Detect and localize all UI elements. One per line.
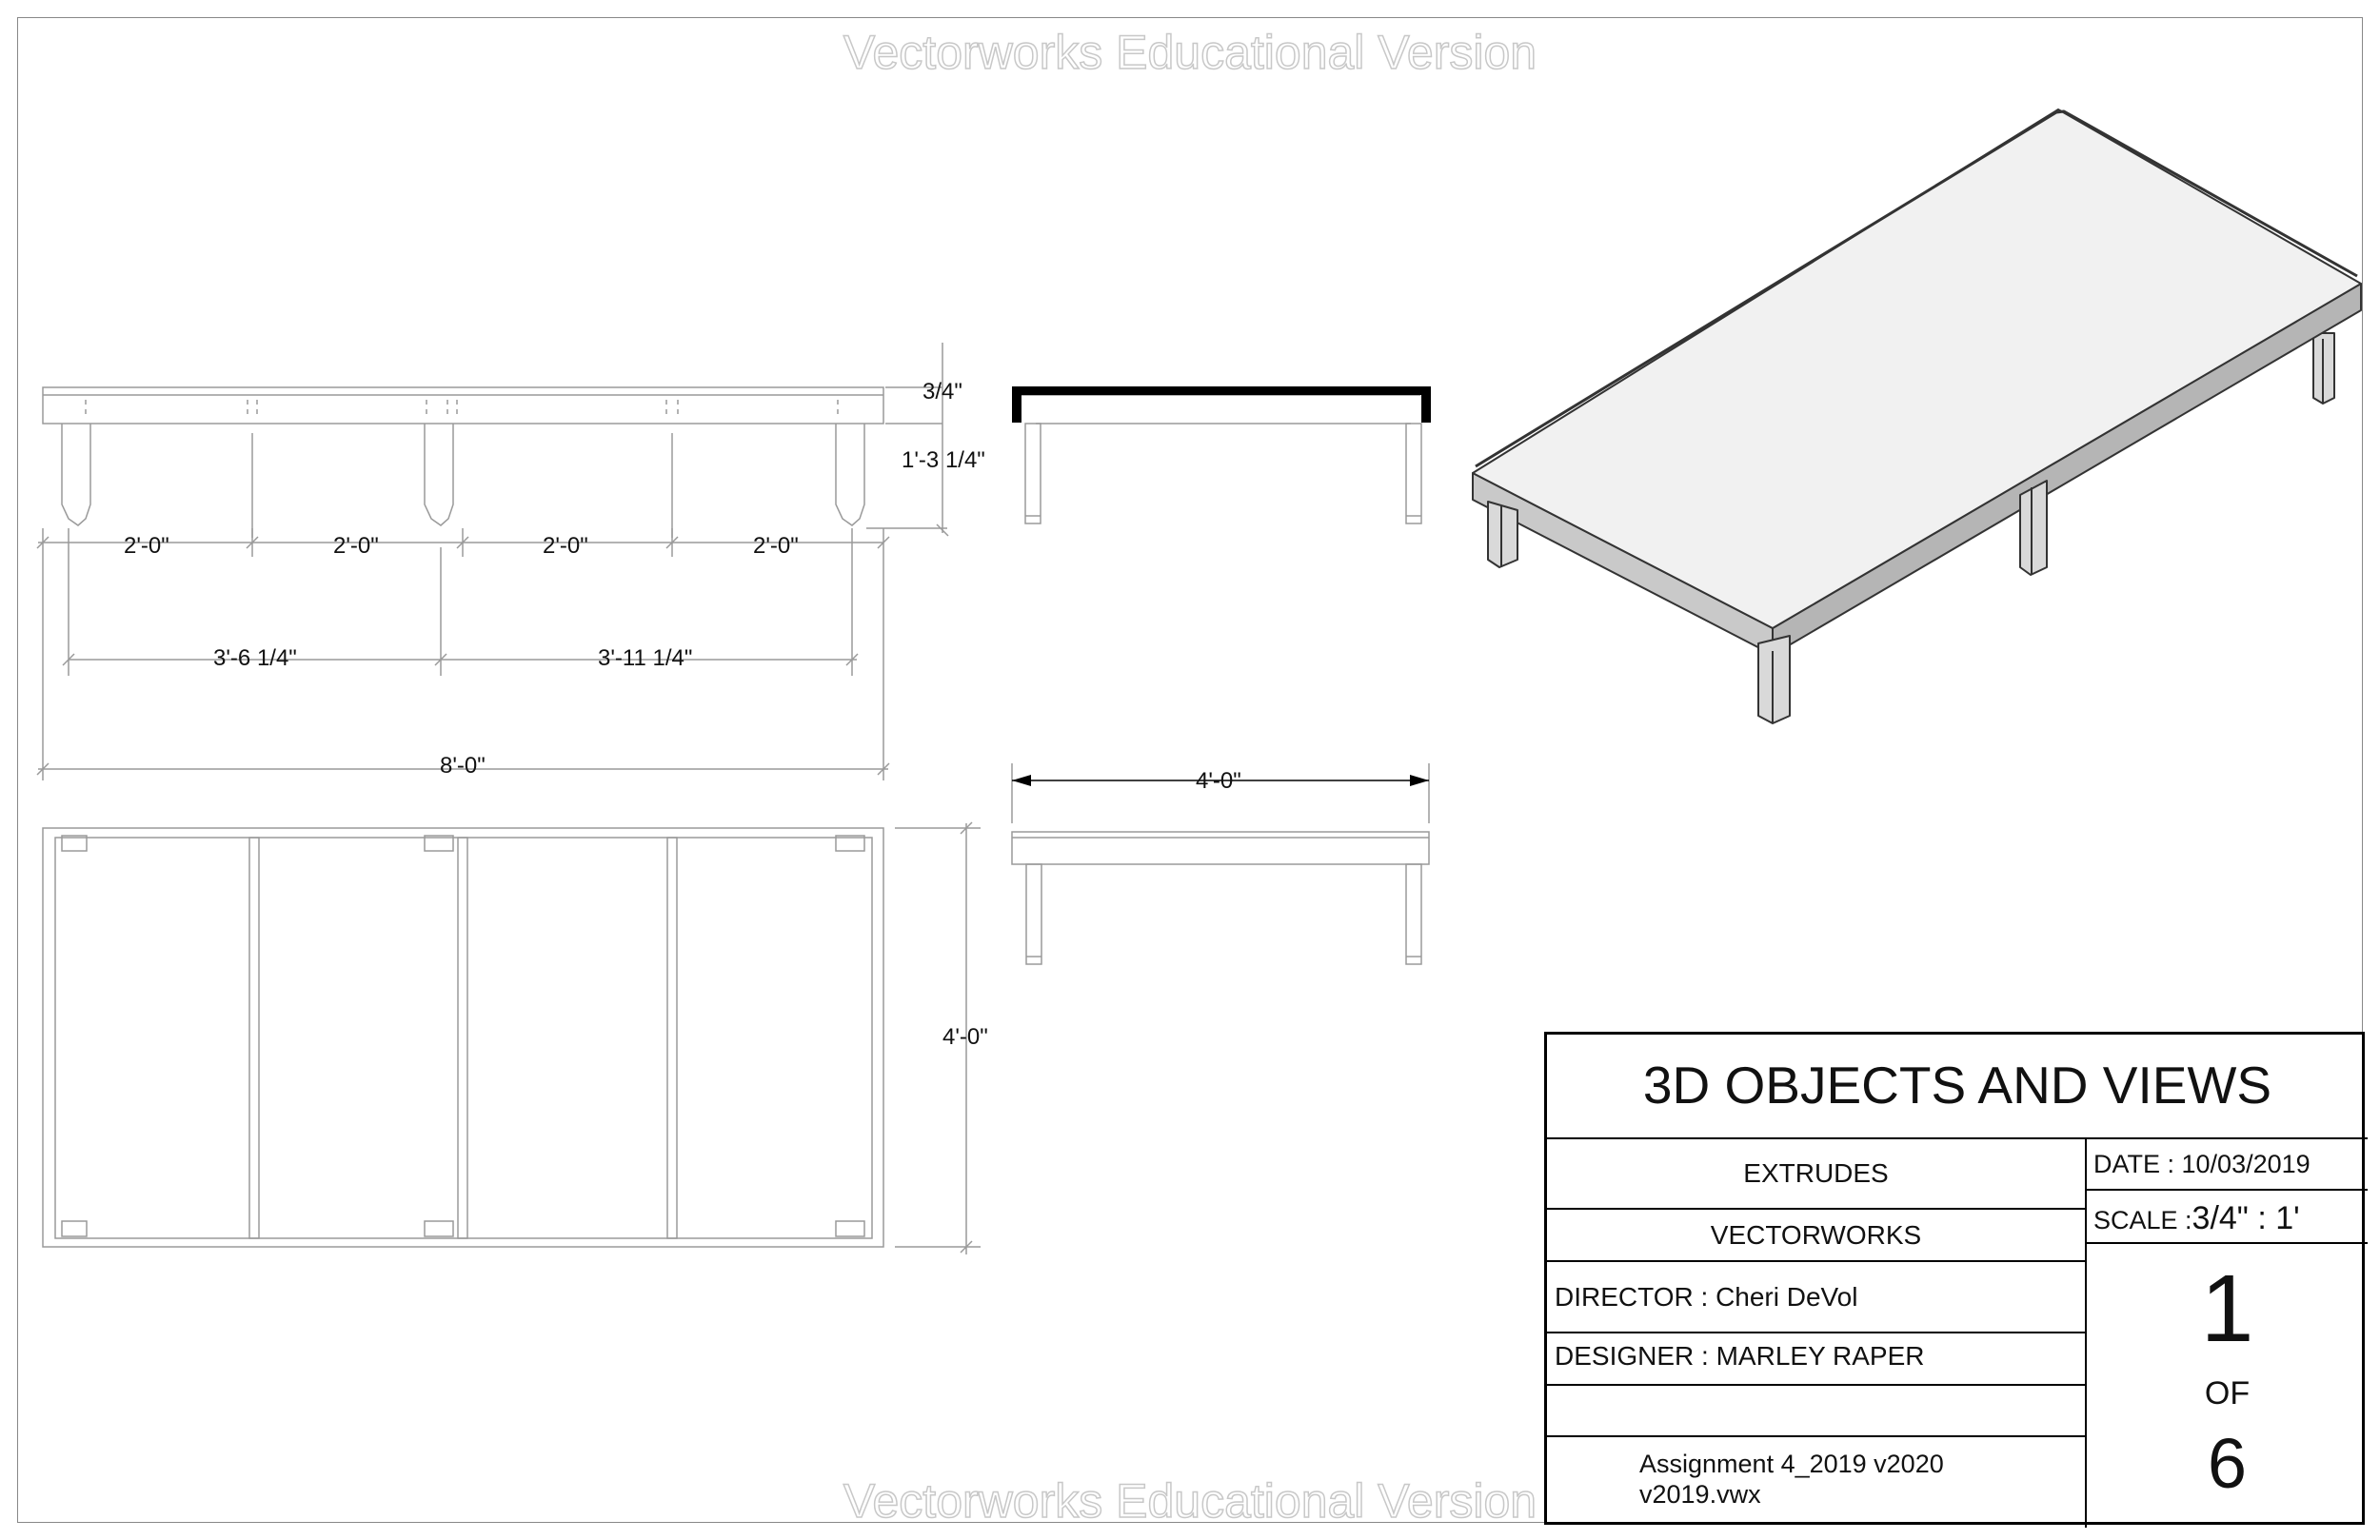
designer-row: DESIGNER : MARLEY RAPER	[1555, 1343, 1924, 1370]
dim-spacing-3: 2'-0"	[543, 533, 588, 559]
dim-overall-length: 8'-0"	[440, 753, 486, 779]
side-view-upper	[1021, 394, 1422, 524]
director-label: DIRECTOR :	[1555, 1282, 1716, 1312]
dim-leg-span-2: 3'-11 1/4"	[598, 645, 693, 671]
watermark-top: Vectorworks Educational Version	[843, 26, 1537, 79]
watermark-bottom: Vectorworks Educational Version	[843, 1474, 1537, 1528]
sheet-of: OF	[2204, 1375, 2251, 1412]
designer-label: DESIGNER :	[1555, 1341, 1716, 1371]
width-dimension-arrows	[1012, 775, 1429, 786]
drawing-subject: EXTRUDES	[1743, 1158, 1889, 1188]
isometric-platform-view	[1472, 109, 2362, 724]
filename-line-1: Assignment 4_2019 v2020	[1639, 1450, 1944, 1478]
designer-name: MARLEY RAPER	[1716, 1341, 1925, 1371]
scale-label: SCALE :	[2093, 1206, 2192, 1234]
filename-line-2: v2019.vwx	[1639, 1480, 1761, 1509]
drawing-frame	[17, 17, 2363, 1523]
scale-row: SCALE :3/4" : 1'	[2093, 1202, 2300, 1234]
sheet-total: 6	[2207, 1424, 2248, 1503]
director-row: DIRECTOR : Cheri DeVol	[1555, 1284, 1857, 1311]
front-elevation-view	[42, 386, 884, 538]
side-section-outline	[1012, 386, 1431, 423]
date-row: DATE : 10/03/2019	[2093, 1152, 2311, 1177]
director-name: Cheri DeVol	[1716, 1282, 1858, 1312]
dim-spacing-1: 2'-0"	[124, 533, 169, 559]
plan-view	[42, 821, 981, 1254]
title-block: 3D OBJECTS AND VIEWS EXTRUDES VECTORWORK…	[1544, 1032, 2368, 1528]
sheet-number: 1	[2200, 1255, 2254, 1362]
dim-leg-span-1: 3'-6 1/4"	[213, 645, 297, 671]
date-label: DATE :	[2093, 1150, 2182, 1178]
drawing-software: VECTORWORKS	[1710, 1220, 1922, 1250]
dim-spacing-2: 2'-0"	[333, 533, 379, 559]
dim-spacing-4: 2'-0"	[753, 533, 799, 559]
front-dimension-lines	[36, 343, 949, 780]
dim-leg-height: 1'-3 1/4"	[902, 447, 985, 473]
date-value: 10/03/2019	[2181, 1150, 2311, 1178]
dim-top-thickness: 3/4"	[922, 379, 962, 405]
dim-overall-width: 4'-0"	[1196, 768, 1241, 794]
drawing-title: 3D OBJECTS AND VIEWS	[1642, 1056, 2272, 1115]
scale-value: 3/4" : 1'	[2192, 1200, 2300, 1236]
side-view-lower	[1011, 763, 1430, 965]
dim-plan-depth: 4'-0"	[942, 1024, 988, 1050]
